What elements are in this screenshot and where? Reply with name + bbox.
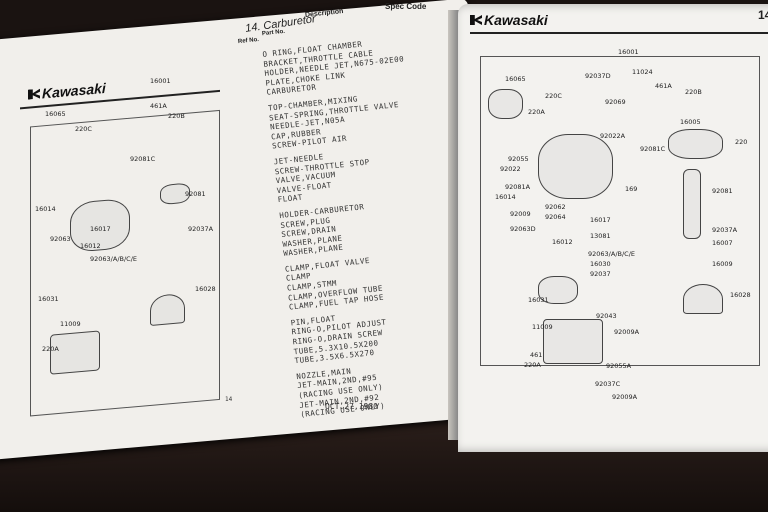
kawasaki-logo: Kawasaki: [28, 80, 106, 103]
diagram-label: 92009: [510, 210, 531, 218]
diagram-label: 16001: [618, 48, 639, 56]
diagram-label: 220B: [168, 112, 185, 120]
diagram-label: 92055A: [606, 362, 632, 370]
float: [538, 276, 578, 304]
diagram-label: 16028: [730, 291, 751, 299]
kawasaki-mark-icon: [28, 89, 40, 100]
diagram-label: 92063: [50, 235, 71, 243]
header-rule: [470, 32, 768, 34]
diagram-label: 16014: [495, 193, 516, 201]
diagram-label: 461: [530, 351, 543, 359]
diagram-label: 11024: [632, 68, 653, 76]
diagram-label: 92081: [712, 187, 733, 195]
diagram-label: 16031: [38, 295, 59, 303]
kawasaki-mark-icon: [470, 15, 482, 25]
diagram-label: 92022A: [600, 132, 626, 140]
diagram-label: 16030: [590, 260, 611, 268]
diagram-label: 220A: [524, 361, 541, 369]
diagram-label: 16012: [80, 242, 101, 250]
logo-text: Kawasaki: [42, 79, 106, 102]
cap: [488, 89, 523, 119]
diagram-label: 92081A: [505, 183, 531, 191]
spring: [683, 169, 701, 239]
diagram-label: 92063D: [510, 225, 536, 233]
diagram-label: 16017: [590, 216, 611, 224]
diagram-label: 92043: [596, 312, 617, 320]
diagram-label: 13081: [590, 232, 611, 240]
diagram-label: 16031: [528, 296, 549, 304]
diagram-label: 16005: [680, 118, 701, 126]
diagram-label: 16014: [35, 205, 56, 213]
page-number: 14: [225, 396, 233, 403]
diagram-label: 220C: [75, 125, 92, 133]
vacuum-chamber: [668, 129, 723, 159]
diagram-label: 16065: [45, 110, 66, 118]
diagram-frame: [480, 56, 760, 366]
carburetor-body: [538, 134, 613, 199]
diagram-label: 92062: [545, 203, 566, 211]
kawasaki-logo: Kawasaki: [470, 12, 548, 28]
print-date: OCT.27,1980: [325, 402, 378, 411]
diagram-label: 92063/A/B/C/E: [588, 250, 635, 258]
diagram-label: 92037A: [188, 225, 214, 233]
diagram-label: 92037D: [585, 72, 611, 80]
diagram-label: 92081C: [640, 145, 666, 153]
diagram-label: 16009: [712, 260, 733, 268]
right-page: Kawasaki 14: [458, 4, 768, 452]
diagram-label: 92063/A/B/C/E: [90, 255, 137, 263]
diagram-label: 92081: [185, 190, 206, 198]
diagram-label: 92037A: [712, 226, 738, 234]
diagram-label: 92064: [545, 213, 566, 221]
float-bowl: [543, 319, 603, 364]
diagram-label: 11009: [532, 323, 553, 331]
diagram-label: 220C: [545, 92, 562, 100]
diagram-label: 16007: [712, 239, 733, 247]
diagram-label: 92022: [500, 165, 521, 173]
diagram-label: 92055: [508, 155, 529, 163]
diagram-label: 220A: [42, 345, 59, 353]
diagram-label: 92009A: [614, 328, 640, 336]
diagram-label: 461A: [655, 82, 672, 90]
diagram-label: 16012: [552, 238, 573, 246]
diagram-label: 92037C: [595, 380, 621, 388]
diagram-label: 461A: [150, 102, 167, 110]
diagram-label: 16001: [150, 77, 171, 85]
diagram-label: 220B: [685, 88, 702, 96]
diagram-label: 92069: [605, 98, 626, 106]
diagram-label: 220: [735, 138, 748, 146]
diagram-label: 16028: [195, 285, 216, 293]
col-spec-code: Spec Code: [385, 2, 427, 11]
diagram-label: 92009A: [612, 393, 638, 401]
logo-text: Kawasaki: [484, 12, 548, 28]
diagram-label: 16017: [90, 225, 111, 233]
page-number-partial: 14: [758, 8, 768, 22]
diagram-label: 92037: [590, 270, 611, 278]
diagram-label: 11009: [60, 320, 81, 328]
diagram-label: 92081C: [130, 155, 156, 163]
diagram-label: 16065: [505, 75, 526, 83]
diagram-label: 169: [625, 185, 638, 193]
diagram-label: 220A: [528, 108, 545, 116]
holder: [683, 284, 723, 314]
